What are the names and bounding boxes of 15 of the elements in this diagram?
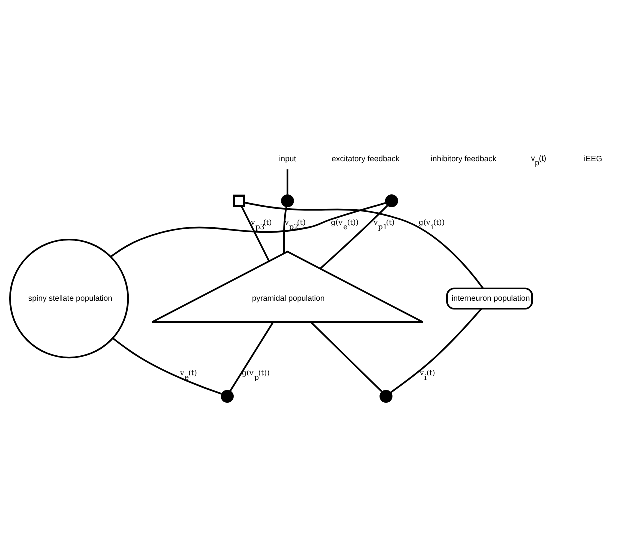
node-circle xyxy=(380,390,393,403)
connector xyxy=(240,205,270,262)
connector xyxy=(112,337,222,394)
connector xyxy=(283,206,288,254)
connector xyxy=(310,321,383,392)
node-circle xyxy=(281,194,294,208)
connector xyxy=(230,322,274,392)
node-box xyxy=(233,194,246,207)
connector xyxy=(110,202,386,258)
connector xyxy=(390,308,482,393)
connector xyxy=(244,201,484,289)
connector xyxy=(320,204,388,270)
node-circle xyxy=(221,390,234,403)
node-circle xyxy=(385,194,398,208)
connector xyxy=(286,169,289,194)
